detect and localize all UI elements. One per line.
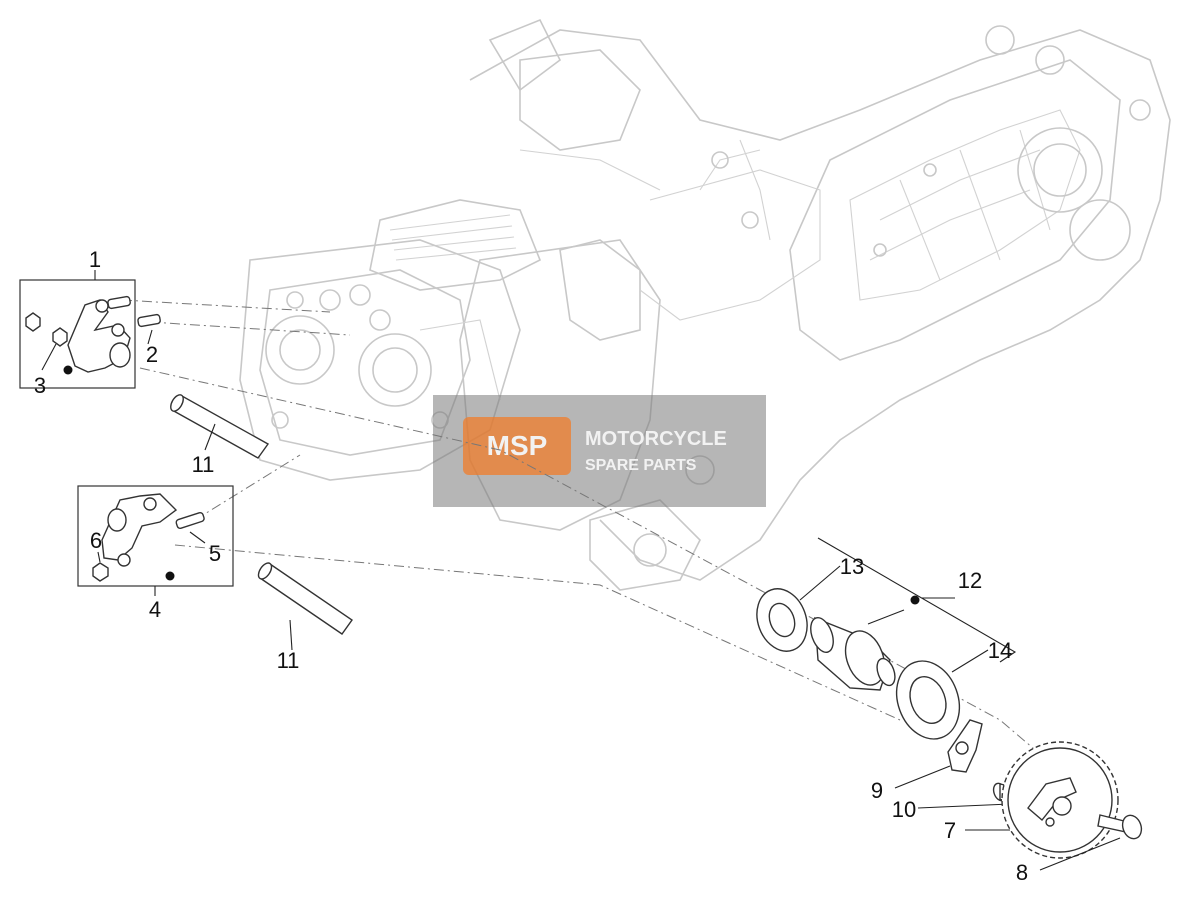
- callout-10: 10: [892, 797, 916, 822]
- callout-8: 8: [1016, 860, 1028, 885]
- watermark-badge: MSP: [487, 430, 548, 461]
- watermark: MSP MOTORCYCLE SPARE PARTS: [433, 395, 766, 507]
- nut-3a: [25, 312, 41, 332]
- callout-4: 4: [149, 597, 161, 622]
- nut-6: [92, 562, 109, 582]
- camshaft-assembly-bracket: [817, 537, 1017, 663]
- adjusting-screw-2a: [107, 295, 131, 310]
- callout-5: 5: [209, 541, 221, 566]
- rocker-shaft-11-lower: [257, 562, 353, 651]
- callout-1: 1: [89, 247, 101, 272]
- callout-7: 7: [944, 818, 956, 843]
- callout-11-lower: 11: [277, 648, 300, 673]
- callout-6: 6: [90, 528, 102, 553]
- callout-12: 12: [958, 568, 982, 593]
- included-part-dot-12: [910, 595, 920, 605]
- cam-gear-7: [965, 741, 1119, 859]
- included-part-dot-4: [165, 571, 175, 581]
- callout-3: 3: [34, 373, 46, 398]
- included-part-dot-1: [63, 365, 73, 375]
- rocker-arm-group-4: [77, 485, 234, 596]
- rocker-shaft-11-upper: [170, 394, 270, 459]
- callout-labels: 1 2 3 4 5 6 7 8 9 10 11 11 12 13 14: [34, 247, 1028, 885]
- adjusting-screw-5: [175, 511, 205, 530]
- callout-2: 2: [146, 342, 158, 367]
- rocker-arm-group-1: [19, 270, 161, 389]
- nut-3b: [52, 327, 68, 347]
- callout-9: 9: [871, 778, 883, 803]
- camshaft: [810, 609, 905, 691]
- bolt-8: [1039, 814, 1143, 871]
- callout-14: 14: [988, 638, 1012, 663]
- watermark-line-1: MOTORCYCLE: [585, 428, 727, 450]
- bearing-13: [756, 565, 841, 652]
- adjusting-screw-2b: [137, 313, 161, 328]
- callout-11-upper: 11: [192, 452, 215, 477]
- decompressor-washer-9: [894, 719, 983, 789]
- callout-13: 13: [840, 554, 864, 579]
- watermark-line-2: SPARE PARTS: [585, 457, 697, 474]
- bearing-14: [895, 649, 989, 740]
